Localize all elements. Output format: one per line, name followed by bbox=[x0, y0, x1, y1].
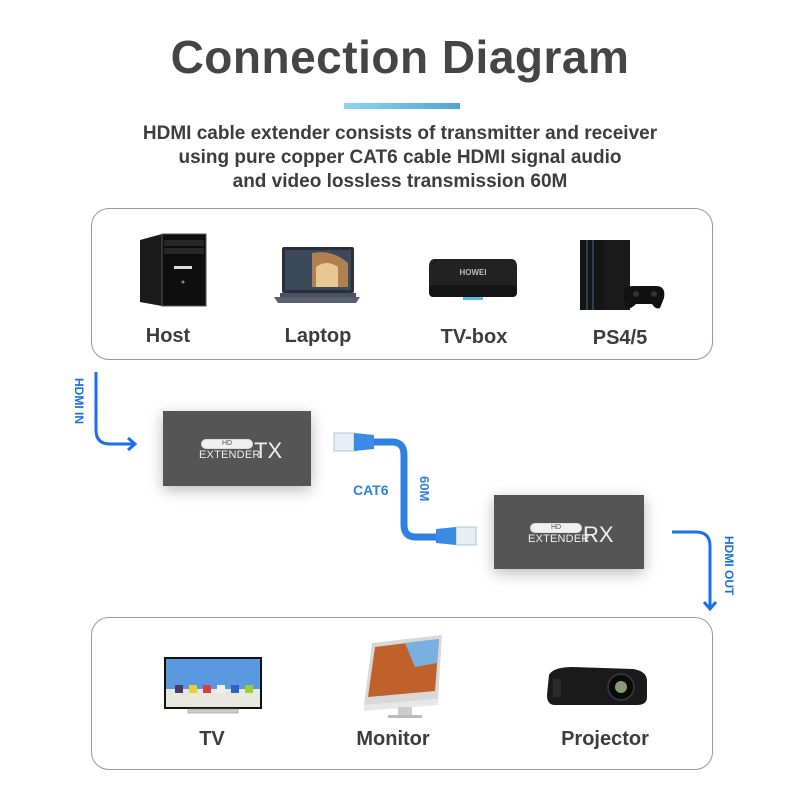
game-console-icon bbox=[580, 240, 665, 310]
display-label-tv: TV bbox=[199, 728, 225, 750]
title-accent-bar bbox=[344, 103, 460, 109]
source-label-laptop: Laptop bbox=[284, 325, 352, 347]
tv-box-brand: HOWEI bbox=[459, 268, 486, 277]
source-label-ps4-5: PS4/5 bbox=[592, 327, 648, 349]
tx-mode: TX bbox=[254, 438, 283, 463]
hdmi-in-arrow bbox=[94, 372, 138, 452]
hdmi-out-arrow bbox=[672, 530, 718, 612]
rx-hd-badge: HD bbox=[530, 523, 582, 533]
source-label-tv-box: TV-box bbox=[440, 326, 508, 348]
receiver-unit: HD EXTENDER RX bbox=[494, 495, 644, 569]
rx-brand: EXTENDER bbox=[528, 533, 590, 545]
description: HDMI cable extender consists of transmit… bbox=[0, 122, 800, 194]
display-label-projector: Projector bbox=[561, 728, 649, 750]
description-line-2: using pure copper CAT6 cable HDMI signal… bbox=[178, 147, 622, 168]
display-label-monitor: Monitor bbox=[356, 728, 430, 750]
cable-length-label: 60M bbox=[417, 476, 432, 502]
cable-type-label: CAT6 bbox=[353, 482, 389, 498]
description-line-1: HDMI cable extender consists of transmit… bbox=[142, 123, 658, 144]
tx-brand: EXTENDER bbox=[199, 449, 261, 461]
desktop-tower-icon bbox=[140, 233, 207, 307]
monitor-icon bbox=[364, 635, 442, 718]
hdmi-in-label: HDMI IN bbox=[72, 378, 86, 424]
page-title: Connection Diagram bbox=[170, 31, 630, 83]
hdmi-out-label: HDMI OUT bbox=[722, 536, 736, 596]
cat6-cable bbox=[333, 432, 477, 546]
source-label-host: Host bbox=[145, 325, 191, 347]
rx-mode: RX bbox=[583, 522, 614, 547]
tv-box-icon: HOWEI bbox=[429, 259, 517, 300]
tv-icon bbox=[164, 657, 262, 714]
projector-icon bbox=[547, 667, 647, 705]
laptop-icon bbox=[274, 247, 360, 303]
tx-hd-badge: HD bbox=[201, 439, 253, 449]
transmitter-unit: HD EXTENDER TX bbox=[163, 411, 311, 486]
description-line-3: and video lossless transmission 60M bbox=[232, 171, 568, 192]
